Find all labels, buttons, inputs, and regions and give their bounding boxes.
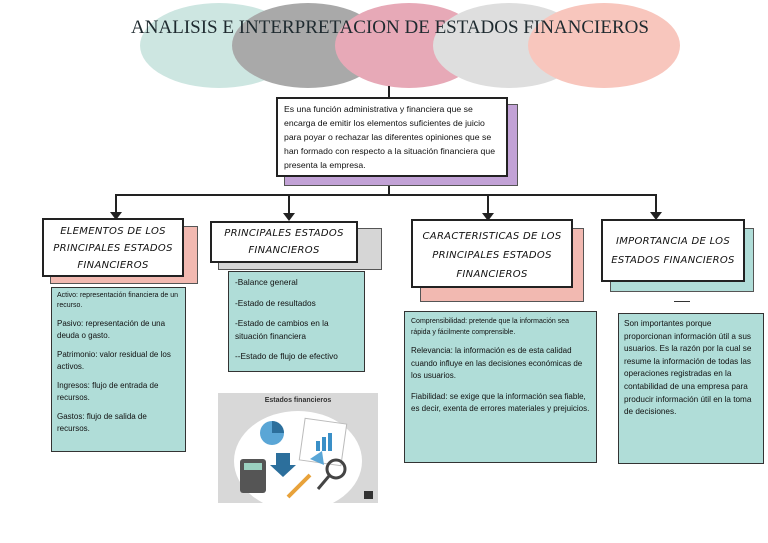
connector-title-to-definition <box>388 86 390 98</box>
magnifier-icon <box>325 458 347 480</box>
connector-horizontal <box>115 194 656 196</box>
corner-logo-icon <box>364 491 373 499</box>
elementos-item-activo: Activo: representación financiera de un … <box>57 292 179 309</box>
principales-list: -Balance general -Estado de resultados -… <box>235 276 358 363</box>
magnifier-handle-icon <box>316 475 331 490</box>
caracteristicas-content-box: Comprensibilidad: pretende que la inform… <box>404 311 597 463</box>
elementos-content-box: Activo: representación financiera de un … <box>51 287 186 452</box>
caracteristicas-item-fiabilidad: Fiabilidad: se exige que la información … <box>411 391 590 414</box>
principales-item-balance: -Balance general <box>235 277 298 287</box>
connector-elementos <box>115 194 117 216</box>
principales-item-resultados: -Estado de resultados <box>235 297 316 308</box>
importancia-heading: IMPORTANCIA DE LOS ESTADOS FINANCIEROS <box>611 236 735 266</box>
calculator-screen-icon <box>244 463 262 470</box>
principales-item-cambios: -Estado de cambios en la situación finan… <box>235 318 329 341</box>
down-arrow-icon <box>270 453 296 477</box>
connector-definition-down <box>388 178 390 195</box>
connector-principales <box>288 194 290 217</box>
definition-box: Es una función administrativa y financie… <box>276 97 508 177</box>
principales-item-flujo: --Estado de flujo de efectivo <box>235 351 338 361</box>
elementos-list: Activo: representación financiera de un … <box>57 291 180 435</box>
elementos-heading: ELEMENTOS DE LOS PRINCIPALES ESTADOS FIN… <box>53 226 173 271</box>
elementos-item-pasivo: Pasivo: representación de una deuda o ga… <box>57 319 166 340</box>
elementos-item-patrimonio: Patrimonio: valor residual de los activo… <box>57 350 171 371</box>
caracteristicas-item-relevancia: Relevancia: la información es de esta ca… <box>411 346 583 380</box>
image-label: Estados financieros <box>264 397 332 404</box>
arrow-caracteristicas <box>482 213 494 221</box>
chart-bar-icon <box>322 437 326 451</box>
importancia-heading-box: IMPORTANCIA DE LOS ESTADOS FINANCIEROS <box>601 219 745 282</box>
caracteristicas-item-comprensibilidad: Comprensibilidad: pretende que la inform… <box>411 318 569 336</box>
importancia-text: Son importantes porque proporcionan info… <box>624 319 752 417</box>
elementos-heading-box: ELEMENTOS DE LOS PRINCIPALES ESTADOS FIN… <box>42 218 184 277</box>
principales-heading-box: PRINCIPALES ESTADOS FINANCIEROS <box>210 221 358 263</box>
caracteristicas-list: Comprensibilidad: pretende que la inform… <box>411 316 590 416</box>
elementos-item-ingresos: Ingresos: flujo de entrada de recursos. <box>57 381 159 402</box>
caracteristicas-heading: CARACTERISTICAS DE LOS PRINCIPALES ESTAD… <box>422 231 562 280</box>
connector-caracteristicas <box>487 194 489 217</box>
definition-text: Es una función administrativa y financie… <box>284 104 496 170</box>
diagram-title: ANALISIS E INTERPRETACION DE ESTADOS FIN… <box>131 17 649 38</box>
caracteristicas-heading-box: CARACTERISTICAS DE LOS PRINCIPALES ESTAD… <box>411 219 573 288</box>
arrow-principales <box>283 213 295 221</box>
elementos-item-gastos: Gastos: flujo de salida de recursos. <box>57 412 147 433</box>
principales-heading: PRINCIPALES ESTADOS FINANCIEROS <box>224 228 344 256</box>
importancia-dash <box>674 301 690 302</box>
connector-importancia <box>655 194 657 216</box>
arrow-elementos <box>110 212 122 220</box>
finance-illustration <box>234 411 373 503</box>
pencil-icon <box>286 473 312 499</box>
pie-slice-icon <box>272 421 284 433</box>
arrow-importancia <box>650 212 662 220</box>
importancia-content-box: Son importantes porque proporcionan info… <box>618 313 764 464</box>
title-ellipse-5 <box>528 3 680 88</box>
triangle-chart-icon <box>310 451 324 465</box>
estados-financieros-image: Estados financieros <box>218 393 378 503</box>
chart-bar-icon <box>316 441 320 451</box>
principales-content-box: -Balance general -Estado de resultados -… <box>228 271 365 372</box>
chart-bar-icon <box>328 433 332 451</box>
